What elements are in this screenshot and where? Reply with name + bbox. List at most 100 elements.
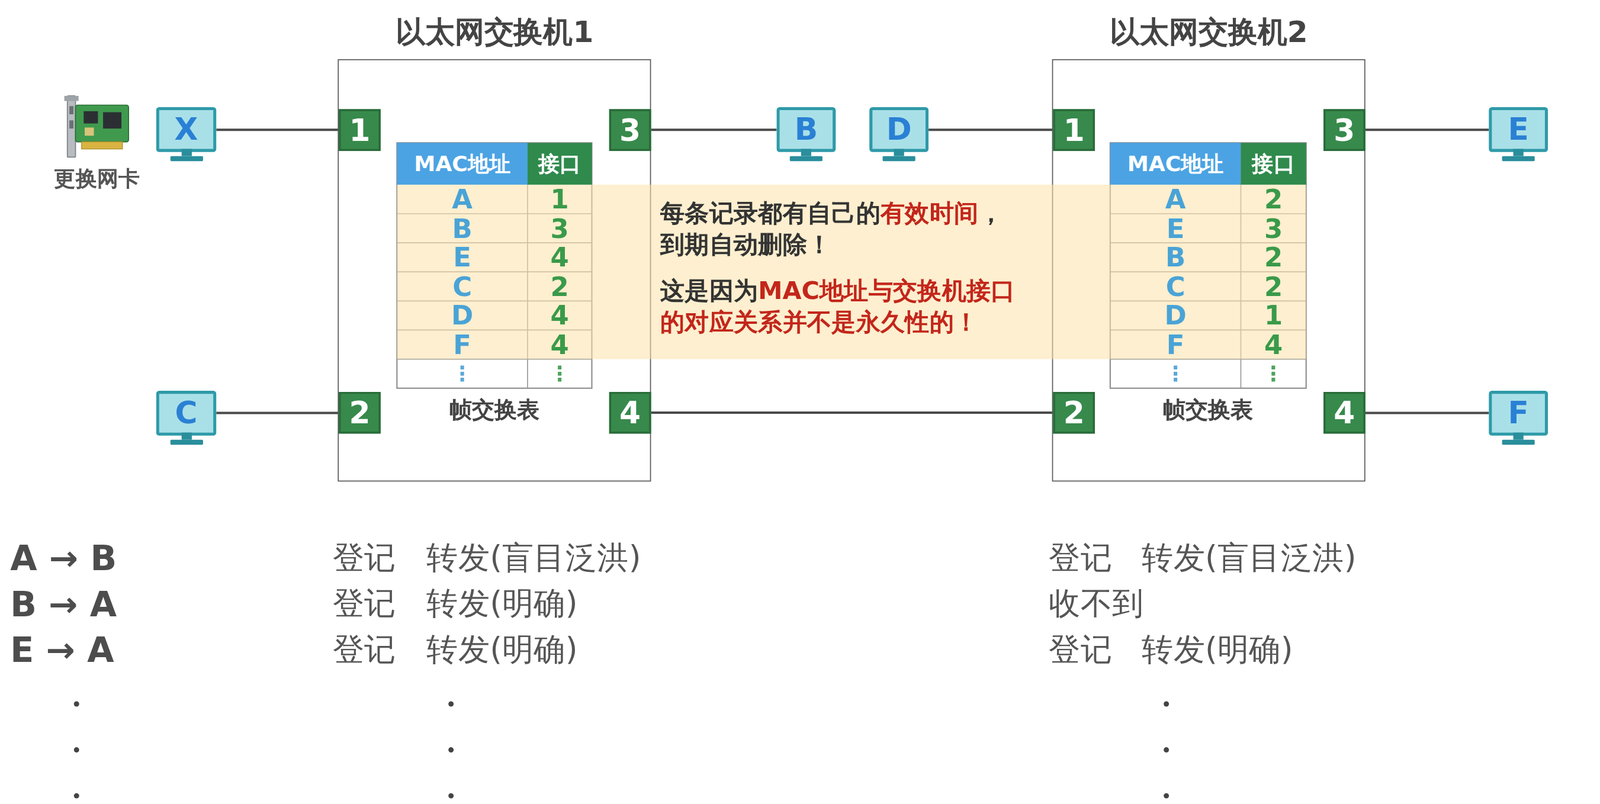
card-port [69, 120, 74, 129]
port-number: 2 [348, 397, 371, 429]
table-header: 接口 [527, 142, 593, 185]
monitor-base [169, 439, 203, 446]
switch-action: 转发(明确) [1141, 631, 1367, 669]
port-number: 2 [1063, 397, 1085, 429]
network-cable [1365, 128, 1490, 131]
table-caption: 帧交换表 [386, 396, 603, 425]
network-cable [928, 128, 1053, 131]
network-cable [216, 411, 339, 414]
table-cell-port: 2 [1240, 184, 1306, 214]
host-letter: D [886, 114, 912, 146]
note-text: 这是因为MAC地址与交换机接口的对应关系并不是永久性的！ [660, 275, 1024, 339]
host-monitor: B [776, 107, 836, 153]
table-cell-port: 4 [527, 329, 593, 359]
host-monitor: F [1488, 390, 1548, 436]
table-cell-mac: E [396, 242, 528, 272]
card-port [69, 105, 74, 115]
dot [1163, 793, 1169, 799]
table-cell-port: 2 [527, 271, 593, 301]
table-cell-mac: B [396, 213, 528, 243]
monitor-base [1502, 156, 1535, 162]
monitor-neck [801, 149, 812, 157]
host-letter: F [1507, 397, 1529, 429]
table-grid [396, 142, 1306, 388]
table-cell-mac: D [1110, 300, 1242, 330]
network-cable [650, 411, 1053, 414]
switch-title: 以太网交换机1 [297, 12, 691, 54]
table-header: MAC地址 [396, 142, 528, 185]
table-cell-mac: B [1110, 242, 1242, 272]
table-cell-port: 4 [527, 242, 593, 272]
card-component [84, 127, 95, 136]
switch-action: 登记 [1048, 631, 1131, 669]
dot [448, 793, 454, 799]
switch-action: 登记 [1048, 540, 1131, 577]
ellipsis-dots [74, 701, 1169, 799]
table-cell-port: 3 [1240, 213, 1306, 243]
table-caption: 帧交换表 [1100, 396, 1317, 425]
table-cell-mac: A [396, 184, 528, 214]
table-cell-port: 1 [1240, 300, 1306, 330]
network-cable [216, 128, 339, 131]
port-number: 1 [348, 114, 371, 146]
note-text: 每条记录都有自己的有效时间，到期自动删除！ [660, 197, 1024, 262]
table-cell-port: 3 [527, 213, 593, 243]
host-monitor: X [156, 107, 217, 153]
port-number: 4 [1333, 397, 1355, 429]
table-cell-port: 4 [527, 300, 593, 330]
switch-action: 收不到 [1048, 585, 1182, 623]
table-cell-mac: C [396, 271, 528, 301]
table-header: 接口 [1240, 142, 1306, 185]
card-chip [103, 112, 122, 130]
host-letter: X [174, 114, 199, 146]
table-cell-mac: E [1110, 213, 1242, 243]
dot [1163, 701, 1169, 708]
port-box: 2 [338, 392, 381, 435]
dot [1163, 747, 1169, 753]
table-cell-mac: D [396, 300, 528, 330]
host-monitor: D [869, 107, 929, 153]
frame-flow: E → A [10, 631, 153, 669]
port-box: 3 [1323, 108, 1366, 151]
table-cell-mac: ⋮ [1110, 359, 1242, 389]
dot [448, 747, 454, 753]
table-cell-mac: F [1110, 329, 1242, 359]
monitor-neck [1513, 432, 1524, 440]
monitor-neck [1513, 149, 1524, 157]
dot [74, 793, 80, 799]
dot [448, 701, 454, 708]
table-cell-port: ⋮ [1240, 359, 1306, 389]
port-box: 3 [609, 108, 652, 151]
switch-action: 登记 [332, 631, 415, 669]
switch-title: 以太网交换机2 [1011, 12, 1405, 54]
table-cell-port: ⋮ [527, 359, 593, 389]
card-contacts [81, 142, 123, 150]
table-cell-port: 2 [1240, 242, 1306, 272]
host-monitor: C [156, 390, 217, 436]
port-box: 2 [1052, 392, 1095, 435]
card-chip [83, 111, 98, 124]
port-box: 4 [1323, 392, 1366, 435]
table-cell-mac: C [1110, 271, 1242, 301]
port-box: 4 [609, 392, 652, 435]
port-number: 1 [1063, 114, 1085, 146]
network-card-icon [64, 95, 130, 157]
bracket-tab [64, 95, 79, 102]
monitor-base [789, 156, 823, 162]
port-box: 1 [338, 108, 381, 151]
port-number: 3 [619, 114, 641, 146]
card-bracket [67, 95, 76, 157]
network-cable [1365, 411, 1490, 414]
switch-action: 登记 [332, 540, 415, 577]
table-cell-mac: F [396, 329, 528, 359]
monitor-neck [894, 149, 905, 157]
switch-action: 转发(明确) [426, 585, 651, 623]
dot [74, 747, 80, 753]
monitor-base [882, 156, 916, 162]
table-cell-mac: ⋮ [396, 359, 528, 389]
plain-text: 每条记录都有自己的 [660, 198, 881, 228]
dot [74, 701, 80, 708]
monitor-neck [181, 149, 192, 157]
highlight-text: 有效时间 [880, 198, 979, 228]
